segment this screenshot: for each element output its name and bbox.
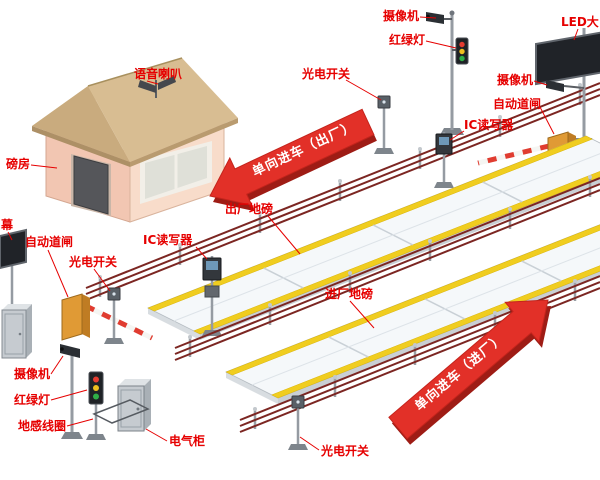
- label-ground-sensor-coil: 地感线圈: [18, 419, 67, 433]
- yellow-edge-stripe: [147, 135, 593, 312]
- pole-base: [434, 182, 454, 188]
- camera-traffic-pole-top: [426, 10, 469, 135]
- label-traffic-light-bottom: 红绿灯: [14, 393, 51, 407]
- cabinet-side: [26, 304, 32, 358]
- arrow-body: [209, 108, 375, 206]
- door: [73, 155, 109, 215]
- photoelectric-switch-top-pole: [374, 95, 394, 154]
- label-photoelectric-switch-left: 光电开关: [69, 255, 118, 269]
- reader-button-box: [204, 285, 220, 298]
- ground-loop-coil: [92, 399, 150, 424]
- weigh-room-house: [32, 57, 238, 223]
- label-auto-barrier-right: 自动道闸: [493, 97, 542, 111]
- label-weigh-room: 磅房: [6, 157, 31, 171]
- railing-outer: [85, 82, 600, 301]
- horn-speaker-icon: [158, 76, 176, 90]
- arrow-body: [388, 299, 549, 440]
- led-panel: [535, 31, 600, 86]
- label-camera-top: 摄像机: [383, 9, 420, 23]
- yellow-edge-stripe: [271, 265, 600, 399]
- led-display-assembly: [535, 28, 600, 145]
- label-photoelectric-switch-bottom: 光电开关: [321, 444, 370, 458]
- label-display-screen: 幕: [1, 218, 14, 232]
- label-voice-speaker: 语音喇叭: [134, 67, 183, 81]
- ic-reader-right-pole: [434, 132, 454, 188]
- label-traffic-light-top: 红绿灯: [389, 33, 426, 47]
- control-cabinet-left-edge: [1, 304, 32, 359]
- pole-base: [86, 434, 106, 440]
- photoelectric-switch-left-pole: [104, 287, 124, 344]
- yellow-edge-stripe: [193, 171, 600, 335]
- label-led-screen: LED大: [561, 15, 599, 29]
- eave-left: [32, 126, 130, 167]
- display-screen-left: [0, 228, 27, 310]
- photoelectric-switch-bottom-pole: [288, 395, 308, 450]
- screen-panel: [0, 228, 27, 270]
- cabinet-top: [118, 379, 151, 386]
- cabinet-door: [4, 313, 24, 355]
- eave-front: [130, 118, 238, 167]
- platform-end-face: [148, 308, 200, 340]
- pole-base: [440, 128, 464, 135]
- label-auto-barrier-left: 自动道闸: [25, 235, 74, 249]
- barrier-cabinet: [61, 293, 83, 341]
- roof-left-hip: [32, 86, 130, 162]
- electrical-cabinet-box: [117, 379, 151, 432]
- barrier-gate-left: [61, 293, 154, 341]
- label-leader-lines: [7, 16, 579, 451]
- cabinet-front: [117, 385, 145, 432]
- induction-loop-outline: [92, 399, 150, 424]
- camera-icon: [60, 344, 80, 358]
- label-ic-reader-left: IC读写器: [143, 233, 193, 247]
- cabinet-front: [1, 309, 27, 359]
- label-camera-bottom-left: 摄像机: [14, 367, 51, 381]
- cabinet-top: [2, 304, 32, 310]
- pole-base: [61, 432, 83, 439]
- label-ic-reader-right: IC读写器: [464, 118, 514, 132]
- cabinet-side: [144, 379, 151, 431]
- roof-front-slope: [88, 58, 238, 162]
- label-entry-weighbridge: 进厂地磅: [325, 287, 374, 301]
- label-camera-right: 摄像机: [497, 73, 534, 87]
- label-electrical-cabinet: 电气柜: [169, 434, 206, 448]
- camera-icon: [546, 80, 564, 92]
- label-photoelectric-switch-top: 光电开关: [302, 67, 351, 81]
- railing-middle: [174, 175, 600, 361]
- barrier-cabinet-side: [82, 294, 90, 338]
- pole-base: [374, 148, 394, 154]
- platform-end-face: [226, 372, 278, 404]
- pole-base: [104, 338, 124, 344]
- traffic-light-bottom-pole: [86, 371, 106, 440]
- label-exit-weighbridge: 出厂地磅: [225, 202, 274, 216]
- pole-base: [288, 444, 308, 450]
- horn-speaker-icon: [138, 80, 156, 93]
- arrow-exit-direction: [209, 108, 377, 212]
- cabinet-door: [120, 389, 142, 428]
- roof-ridge: [87, 57, 183, 87]
- arrow-entry-direction: [388, 299, 551, 445]
- yellow-edge-stripe: [225, 224, 600, 376]
